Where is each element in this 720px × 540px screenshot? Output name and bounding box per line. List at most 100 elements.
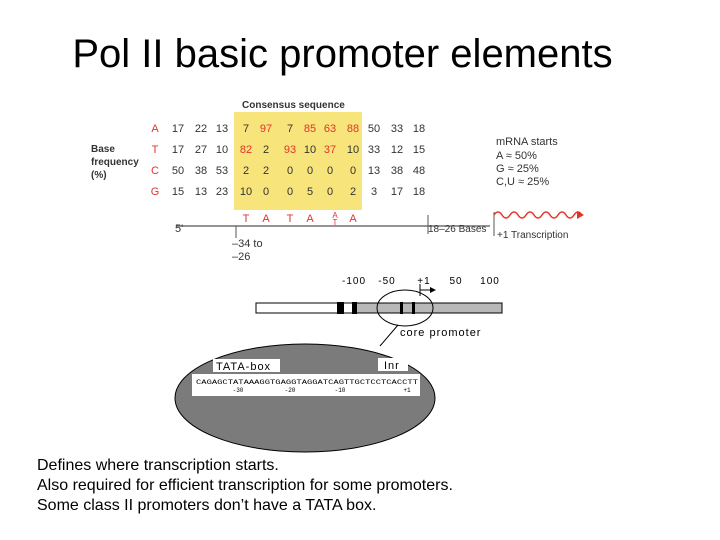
freq-cell: 0	[263, 186, 269, 198]
freq-cell: 0	[327, 165, 333, 177]
consensus-heading: Consensus sequence	[242, 100, 345, 111]
scale-label: 100	[480, 276, 500, 287]
freq-cell: 2	[350, 186, 356, 198]
freq-cell: 7	[287, 123, 293, 135]
tata-box-label: TATA-box	[216, 361, 271, 373]
freq-cell: 2	[263, 165, 269, 177]
position-label-1: –34 to	[232, 238, 263, 250]
freq-cell: 53	[216, 165, 228, 177]
transcription-label: +1 Transcription	[497, 230, 568, 241]
inr-label: Inr	[384, 360, 400, 372]
freq-cell: 38	[195, 165, 207, 177]
freq-cell: 63	[324, 123, 336, 135]
mrna-line-g: G ≈ 25%	[496, 163, 539, 175]
row-base-t: T	[152, 144, 159, 156]
freq-cell: 17	[391, 186, 403, 198]
scale-label: 50	[449, 276, 462, 287]
freq-cell: 13	[368, 165, 380, 177]
sequence-position: -30	[233, 387, 244, 394]
freq-cell: 10	[347, 144, 359, 156]
freq-cell: 18	[413, 123, 425, 135]
inr-element	[412, 302, 415, 314]
freq-cell: 15	[413, 144, 425, 156]
caption: Defines where transcription starts. Also…	[37, 456, 453, 516]
consensus-alt-letter: T	[333, 218, 338, 227]
tata-element	[400, 302, 403, 314]
consensus-letter: T	[287, 213, 294, 225]
freq-cell: 97	[260, 123, 272, 135]
freq-cell: 85	[304, 123, 316, 135]
scale-label: +1	[417, 276, 430, 287]
upstream-element-1	[337, 302, 344, 314]
freq-cell: 0	[307, 165, 313, 177]
promoter-sequence: CAGAGCTATAAAGGTGAGGTAGGATCAGTTGCTCCTCACC…	[196, 379, 418, 386]
freq-cell: 50	[368, 123, 380, 135]
base-frequency-label-3: (%)	[91, 170, 107, 181]
inr-label-box	[378, 358, 408, 371]
five-prime-label: 5'	[175, 223, 183, 235]
sequence-position: -20	[285, 387, 296, 394]
freq-cell: 0	[350, 165, 356, 177]
freq-cell: 23	[216, 186, 228, 198]
upstream-element-2	[352, 302, 357, 314]
freq-cell: 38	[391, 165, 403, 177]
freq-cell: 22	[195, 123, 207, 135]
freq-cell: 27	[195, 144, 207, 156]
sequence-positions: -30 -20 -10 +1	[233, 387, 411, 394]
freq-cell: 2	[243, 165, 249, 177]
mrna-arrowhead	[577, 211, 584, 219]
freq-cell: 10	[216, 144, 228, 156]
consensus-letter: A	[306, 213, 314, 225]
mrna-heading: mRNA starts	[496, 136, 558, 148]
freq-cell: 0	[287, 186, 293, 198]
scale-label: -50	[378, 276, 395, 287]
mrna-line-cu: C,U ≈ 25%	[496, 176, 549, 188]
freq-cell: 7	[243, 123, 249, 135]
sequence-box	[192, 374, 420, 396]
freq-cell: 82	[240, 144, 252, 156]
consensus-letter: A	[332, 211, 338, 220]
base-frequency-label-2: frequency	[91, 157, 139, 168]
freq-cell: 88	[347, 123, 359, 135]
freq-cell: 5	[307, 186, 313, 198]
tata-label-box	[213, 359, 280, 372]
freq-cell: 13	[195, 186, 207, 198]
consensus-box	[234, 112, 362, 210]
freq-cell: 93	[284, 144, 296, 156]
freq-cell: 17	[172, 144, 184, 156]
freq-cell: 12	[391, 144, 403, 156]
freq-cell: 10	[240, 186, 252, 198]
row-base-g: G	[151, 186, 160, 198]
mrna-wave	[493, 211, 583, 219]
freq-cell: 3	[371, 186, 377, 198]
sequence-position: +1	[403, 387, 411, 394]
start-arrowhead	[430, 287, 436, 293]
caption-line-1: Defines where transcription starts.	[37, 457, 279, 474]
core-promoter-label: core promoter	[400, 327, 481, 339]
freq-cell: 13	[216, 123, 228, 135]
slide-title: Pol II basic promoter elements	[72, 32, 613, 76]
core-promoter-pointer	[379, 324, 399, 347]
freq-cell: 17	[172, 123, 184, 135]
core-promoter-circle	[376, 289, 434, 327]
sequence-position: -10	[335, 387, 346, 394]
mrna-line-a: A ≈ 50%	[496, 150, 537, 162]
spacer-label: 18–26 Bases	[428, 224, 486, 235]
freq-cell: 33	[391, 123, 403, 135]
caption-line-3: Some class II promoters don’t have a TAT…	[37, 497, 377, 514]
row-base-a: A	[151, 123, 159, 135]
freq-cell: 48	[413, 165, 425, 177]
position-label-2: –26	[232, 251, 250, 263]
freq-cell: 10	[304, 144, 316, 156]
freq-cell: 33	[368, 144, 380, 156]
freq-cell: 2	[263, 144, 269, 156]
freq-cell: 15	[172, 186, 184, 198]
base-frequency-label-1: Base	[91, 144, 115, 155]
row-base-c: C	[151, 165, 159, 177]
caption-line-2: Also required for efficient transcriptio…	[37, 477, 453, 494]
freq-cell: 0	[287, 165, 293, 177]
